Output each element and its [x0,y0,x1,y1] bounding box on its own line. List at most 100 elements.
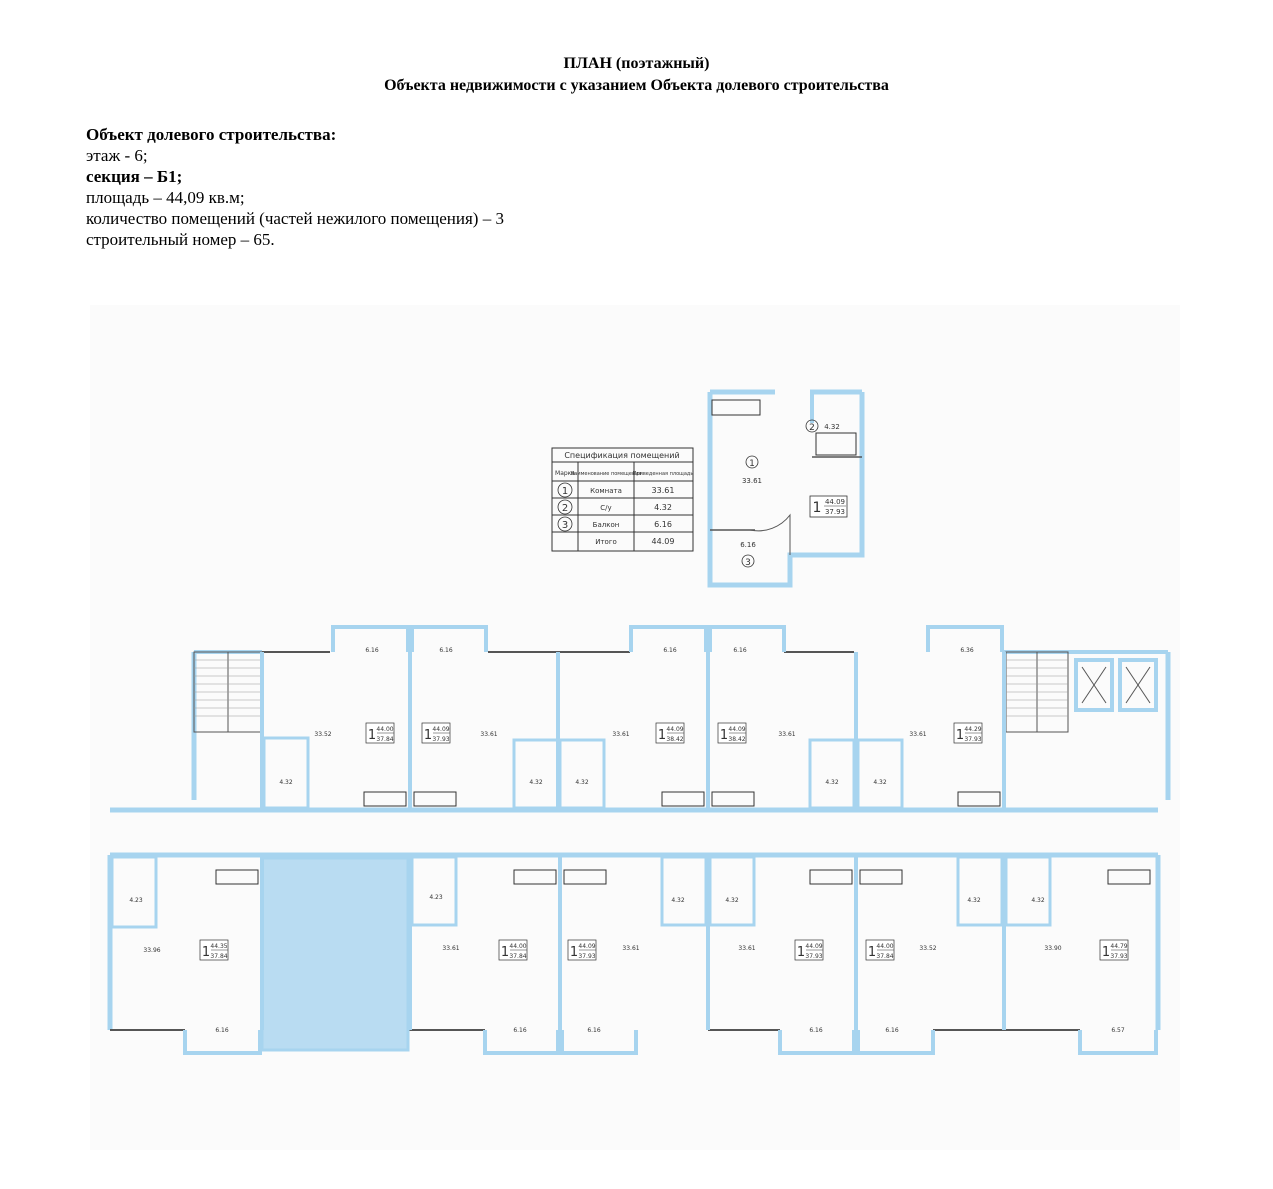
balcony-area: 6.36 [960,647,974,654]
info-area: площадь – 44,09 кв.м; [86,188,245,207]
floor-plan-drawing: Спецификация помещений Марка Наименовани… [107,389,1171,1055]
spec-row-area: 4.32 [654,503,672,512]
spec-row-1: 1 Комната 33.61 [557,482,675,498]
room-area: 33.61 [480,731,497,738]
balcony-area: 6.16 [587,1027,601,1034]
badge-living: 38.42 [728,736,745,743]
badge-total: 44.00 [876,943,893,950]
balcony-area: 6.16 [439,647,453,654]
bottom-apartment-5: 33.52 4.32 1 44.00 37.84 [865,897,981,961]
balcony-area: 6.16 [663,647,677,654]
plan-title: ПЛАН (поэтажный) [563,55,710,72]
spec-col-area: Приведенная площадь [633,471,694,477]
detail-area-badge: 1 44.09 37.93 [809,495,848,518]
spec-row-mark: 1 [562,486,568,497]
elevator-shafts [1074,658,1158,712]
bath-area: 4.32 [671,897,685,904]
top-apartment-2: 33.61 4.32 1 44.09 37.93 [421,722,543,786]
top-apartment-5: 33.61 4.32 1 44.29 37.93 [873,722,983,786]
room-area: 33.96 [143,947,160,954]
bath-area: 4.32 [279,779,293,786]
top-apartment-4: 33.61 4.32 1 44.09 38.42 [717,722,839,786]
bottom-apartment-1: 33.96 4.23 1 44.35 37.84 [129,897,229,961]
spec-row-name: С/у [600,504,611,512]
balcony-area: 6.16 [513,1027,527,1034]
spec-row-area: 6.16 [654,520,672,529]
badge-rooms: 1 [424,728,432,743]
stairs-left [193,651,263,733]
info-heading: Объект долевого строительства: [86,125,337,144]
badge-rooms: 1 [202,945,210,960]
badge-total: 44.79 [1110,943,1127,950]
balcony-area: 6.16 [809,1027,823,1034]
info-section-value: – Б1; [144,167,183,186]
bath-area: 4.32 [725,897,739,904]
room-area: 33.52 [919,945,936,952]
bottom-balcony-labels: 6.16 6.16 6.16 6.16 6.16 6.57 [215,1027,1125,1034]
badge-rooms: 1 [570,945,578,960]
info-rooms: количество помещений (частей нежилого по… [86,209,504,228]
info-section-label: секция [86,167,145,186]
spec-row-area: 33.61 [652,486,675,495]
badge-rooms: 1 [501,945,509,960]
bath-area: 4.32 [575,779,589,786]
bath-area: 4.23 [129,897,143,904]
badge-rooms: 1 [1102,945,1110,960]
badge-living: 37.84 [509,953,526,960]
spec-row-2: 2 С/у 4.32 [557,499,672,515]
badge-rooms: 1 [868,945,876,960]
badge-living: 37.84 [210,953,227,960]
room-area: 33.61 [909,731,926,738]
balcony-area: 6.16 [885,1027,899,1034]
spec-row-mark: 2 [562,503,568,514]
top-balcony-labels: 6.16 6.16 6.16 6.16 6.36 [365,647,974,654]
badge-total: 44.09 [825,498,845,506]
bottom-apartment-4: 33.61 4.32 1 44.09 37.93 [725,897,824,961]
badge-living: 37.84 [376,736,393,743]
info-build-number: строительный номер – 65. [86,230,275,249]
bath-area: 4.32 [825,779,839,786]
stairs-right [1005,651,1069,733]
room-area: 33.61 [622,945,639,952]
spec-row-name: Итого [595,538,617,546]
object-info: Объект долевого строительства: этаж - 6;… [86,124,504,250]
badge-total: 44.35 [210,943,227,950]
bath-area: 4.32 [967,897,981,904]
badge-living: 37.93 [805,953,822,960]
badge-total: 44.00 [509,943,526,950]
badge-rooms: 1 [797,945,805,960]
spec-row-name: Балкон [593,521,620,529]
info-floor: этаж - 6; [86,146,148,165]
badge-total: 44.09 [728,726,745,733]
floor-plan: Спецификация помещений Марка Наименовани… [90,305,1180,1150]
bath-area: 4.32 [873,779,887,786]
bath-area: 4.23 [429,894,443,901]
room-area: 33.61 [612,731,629,738]
detail-mark-1: 1 [749,459,755,469]
badge-living: 37.84 [876,953,893,960]
badge-rooms: 1 [658,728,666,743]
room-area: 33.52 [314,731,331,738]
spec-row-area: 44.09 [652,537,675,546]
info-section: секция – Б1; [86,166,504,187]
badge-living: 37.93 [1110,953,1127,960]
badge-rooms: 1 [720,728,728,743]
badge-living: 37.93 [578,953,595,960]
balcony-area: 6.16 [365,647,379,654]
balcony-area: 6.16 [215,1027,229,1034]
bath-area: 4.32 [529,779,543,786]
badge-living: 38.42 [666,736,683,743]
badge-total: 44.00 [376,726,393,733]
bottom-apartment-3: 33.61 4.32 1 44.09 37.93 [567,897,685,961]
plan-subtitle: Объекта недвижимости с указанием Объекта… [384,77,889,94]
room-area: 33.90 [1044,945,1061,952]
spec-col-name: Наименование помещения [571,471,642,477]
bottom-apartment-6: 33.90 4.32 1 44.79 37.93 [1031,897,1129,961]
balcony-area: 6.16 [733,647,747,654]
badge-total: 44.09 [578,943,595,950]
room-area: 33.61 [778,731,795,738]
spec-table: Спецификация помещений Марка Наименовани… [551,447,694,552]
badge-total: 44.09 [666,726,683,733]
top-apartment-1: 33.52 4.32 1 44.00 37.84 [279,722,395,786]
detail-mark-2: 2 [809,423,815,433]
